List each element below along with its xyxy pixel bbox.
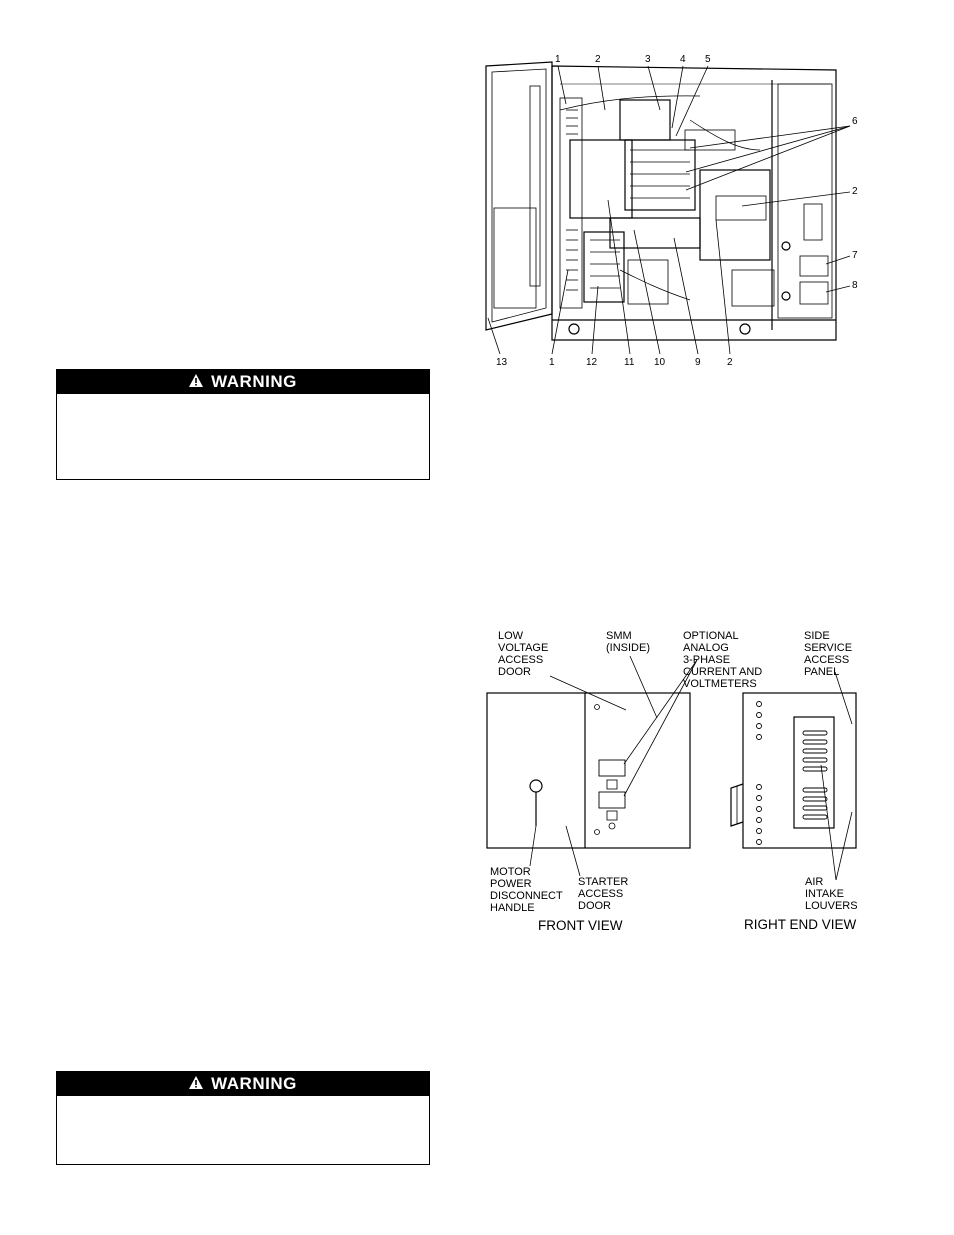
air-louvers-label: AIR INTAKE LOUVERS (805, 876, 858, 912)
motor-line: MOTOR (490, 866, 531, 878)
meters-line: OPTIONAL (683, 630, 739, 642)
callout-2-right: 2 (852, 186, 858, 197)
side-panel-line: SIDE (804, 630, 830, 642)
warning-header: WARNING (57, 370, 429, 394)
callout-2-top: 2 (595, 54, 601, 65)
callout-12-bottom: 12 (586, 357, 598, 368)
meters-line: ANALOG (683, 642, 729, 654)
callout-7-right: 7 (852, 250, 858, 261)
starter-line: ACCESS (578, 888, 624, 900)
callout-9-bottom: 9 (695, 357, 701, 368)
side-panel-line: PANEL (804, 666, 840, 678)
warning-triangle-icon (189, 372, 204, 392)
callout-1-top: 1 (555, 54, 561, 65)
warning-header: WARNING (57, 1072, 429, 1096)
right-end-view-caption: RIGHT END VIEW (744, 917, 857, 932)
callout-3-top: 3 (645, 54, 651, 65)
warning-label: WARNING (211, 1074, 297, 1093)
motor-line: DISCONNECT (490, 890, 563, 902)
meters-line: 3-PHASE (683, 654, 731, 666)
starter-line: STARTER (578, 876, 629, 888)
front-view-caption: FRONT VIEW (538, 918, 623, 933)
callout-11-bottom: 11 (624, 357, 635, 368)
louvers-line: AIR (805, 876, 824, 888)
callout-2-bottom: 2 (727, 357, 733, 368)
warning-triangle-icon (189, 1074, 204, 1094)
side-panel-line: ACCESS (804, 654, 850, 666)
low-voltage-label: LOW VOLTAGE ACCESS DOOR (498, 630, 548, 678)
low-voltage-line: DOOR (498, 666, 531, 678)
callout-10-bottom: 10 (654, 357, 666, 368)
warning-box-1: WARNING (56, 369, 430, 480)
smm-line: (INSIDE) (606, 642, 650, 654)
callout-6-right: 6 (852, 116, 858, 127)
meters-label: OPTIONAL ANALOG 3-PHASE CURRENT AND VOLT… (683, 630, 762, 690)
callout-8-right: 8 (852, 280, 858, 291)
side-panel-line: SERVICE (804, 642, 853, 654)
starter-door-label: STARTER ACCESS DOOR (578, 876, 628, 912)
low-voltage-line: ACCESS (498, 654, 544, 666)
warning-box-2: WARNING (56, 1071, 430, 1165)
smm-line: SMM (606, 630, 632, 642)
meters-line: CURRENT AND (683, 666, 763, 678)
starter-line: DOOR (578, 900, 611, 912)
callout-13-bottom: 13 (496, 357, 508, 368)
motor-disconnect-label: MOTOR POWER DISCONNECT HANDLE (490, 866, 563, 914)
louvers-line: INTAKE (805, 888, 844, 900)
low-voltage-line: VOLTAGE (498, 642, 549, 654)
meters-line: VOLTMETERS (683, 678, 757, 690)
motor-line: POWER (490, 878, 532, 890)
callout-1-bottom: 1 (549, 357, 555, 368)
low-voltage-line: LOW (498, 630, 524, 642)
side-panel-label: SIDE SERVICE ACCESS PANEL (804, 630, 852, 678)
callout-5-top: 5 (705, 54, 711, 65)
motor-line: HANDLE (490, 902, 535, 914)
callout-4-top: 4 (680, 54, 686, 65)
louvers-line: LOUVERS (805, 900, 858, 912)
warning-label: WARNING (211, 372, 297, 391)
smm-label: SMM (INSIDE) (606, 630, 650, 654)
